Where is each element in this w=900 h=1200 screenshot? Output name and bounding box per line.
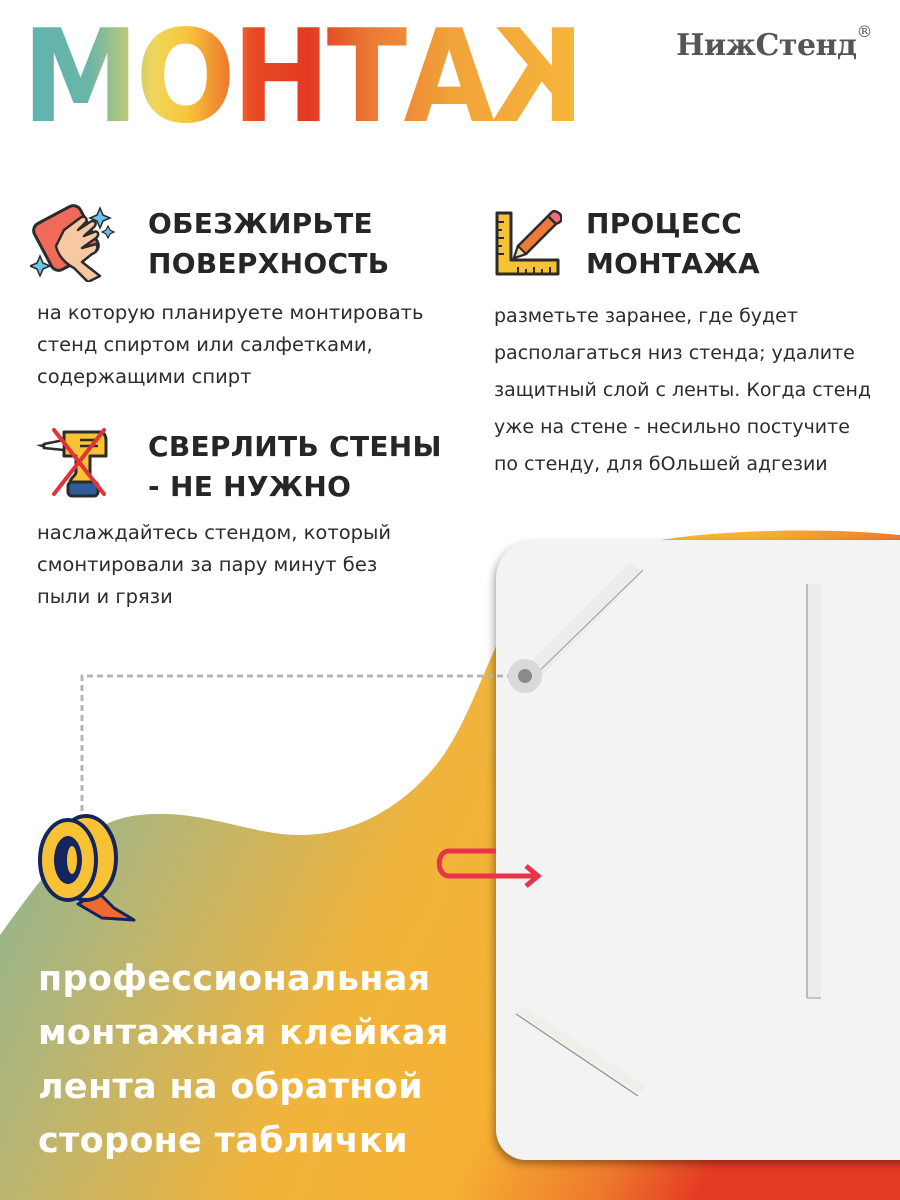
text-line: на которую планируете монтировать [37,301,424,324]
text-line: наслаждайтесь стендом, который [37,521,392,544]
section-title: ПРОЦЕСС МОНТАЖА [586,204,760,284]
section-title: СВЕРЛИТЬ СТЕНЫ - НЕ НУЖНО [148,427,442,507]
caption-line: монтажная клейкая [38,1013,449,1053]
text-line: по стенду, для бОльшей адгезии [494,453,828,475]
section-title: ОБЕЗЖИРЬТЕ ПОВЕРХНОСТЬ [148,204,389,284]
text-line: разметьте заранее, где будет [494,305,798,327]
caption-line: стороне таблички [38,1121,408,1161]
brand-logo: НижСтенд® [676,22,872,63]
title-line: ОБЕЗЖИРЬТЕ [148,207,373,240]
caption-line: лента на обратной [38,1067,423,1107]
brand-name: НижСтенд [676,28,857,63]
title-line: ПОВЕРХНОСТЬ [148,247,390,280]
text-line: располагаться низ стенда; удалите [494,342,855,364]
text-line: пыли и грязи [37,585,173,608]
hand-wipe-icon [30,204,116,282]
section-text: наслаждайтесь стендом, который смонтиров… [37,517,391,613]
title-line: - НЕ НУЖНО [148,470,352,503]
registered-mark: ® [856,22,873,41]
text-line: уже на стене - несильно постучите [494,416,850,438]
text-line: смонтировали за пару минут без [37,553,378,576]
title-line: ПРОЦЕСС [586,207,743,240]
section-text: разметьте заранее, где будет располагать… [494,298,871,483]
title-line: СВЕРЛИТЬ СТЕНЫ [148,430,442,463]
bottom-caption: профессиональная монтажная клейкая лента… [38,952,449,1168]
no-drill-icon [36,428,108,498]
tape-roll-icon [38,814,136,922]
text-line: содержащими спирт [37,365,252,388]
title-line: МОНТАЖА [586,247,760,280]
section-text: на которую планируете монтировать стенд … [37,297,424,393]
ruler-pencil-icon [495,210,562,276]
caption-line: профессиональная [38,959,431,999]
page-title: МОНТАЖ [22,3,635,152]
text-line: стенд спиртом или салфетками, [37,333,373,356]
text-line: защитный слой с ленты. Когда стенд [494,379,872,401]
